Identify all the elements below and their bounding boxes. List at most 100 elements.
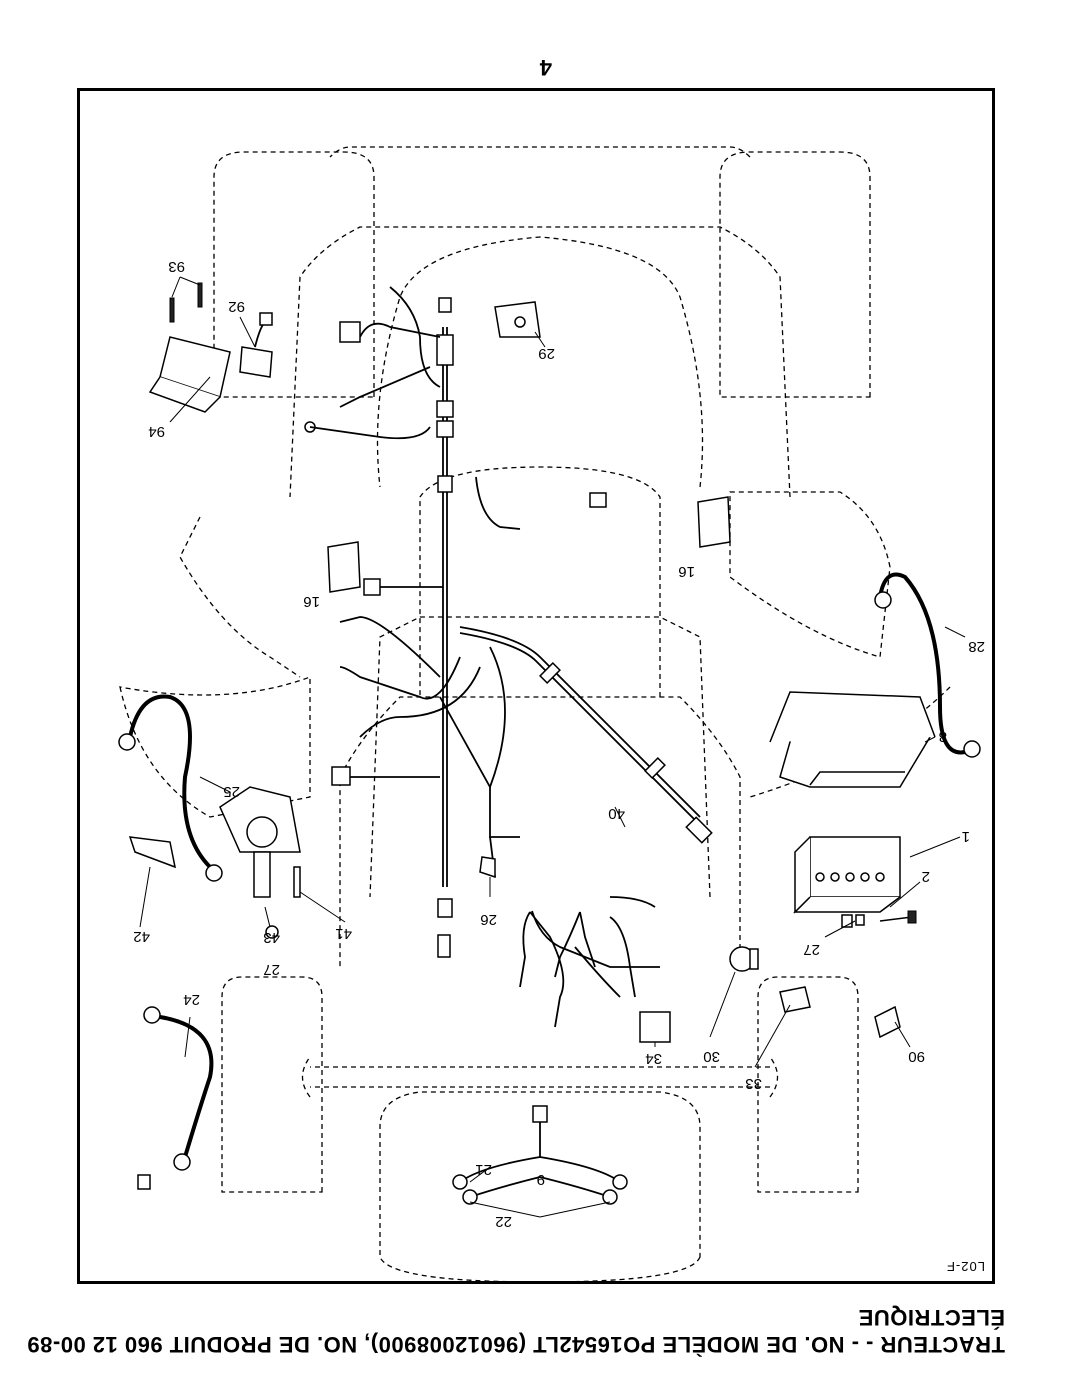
battery-cell-3: [845, 872, 855, 882]
leader-21: [469, 1166, 491, 1183]
battery-top: [793, 896, 901, 913]
branch-low-8: [609, 896, 656, 908]
battery-cable-24: [137, 1006, 214, 1190]
side-panel-right: [179, 516, 301, 678]
battery-cell-1: [875, 872, 885, 882]
callout-94: 94: [148, 423, 165, 440]
leader-33: [754, 1004, 791, 1068]
front-axle-caps: [301, 1056, 779, 1098]
switch-16-left-shape: [697, 496, 731, 548]
trunk-band-2: [437, 898, 453, 918]
fuse-holder-29-cap: [514, 316, 526, 328]
solenoid-nut-27: [265, 925, 279, 939]
headlight-harness-21: [452, 1105, 628, 1205]
callout-92: 92: [228, 298, 245, 315]
branch-low-3: [519, 911, 531, 988]
leader-2: [889, 881, 921, 908]
cable-24-boot: [137, 1174, 151, 1190]
trunk-connector-mid: [436, 400, 454, 418]
leader-90: [894, 1021, 911, 1048]
right-fender-outline: [119, 676, 311, 818]
battery-nut-27: [841, 914, 853, 928]
leader-43: [264, 906, 271, 928]
callout-8: 8: [939, 728, 947, 745]
callout-22: 22: [495, 1213, 512, 1230]
battery-side: [794, 836, 811, 914]
interlock-switch-16-right: [327, 541, 361, 593]
branch-plug-16-upper: [363, 578, 381, 596]
terminal-boot-42: [128, 836, 177, 869]
left-fender-outline: [729, 491, 891, 658]
solenoid-43: [219, 786, 301, 939]
callout-43: 43: [263, 929, 280, 946]
frame-outline: [339, 696, 741, 967]
leader-92: [239, 316, 256, 348]
leader-30: [709, 971, 736, 1038]
callout-33: 33: [745, 1075, 762, 1092]
front-harness-leads: [304, 321, 441, 440]
branch-sweep-3: [439, 646, 506, 790]
leader-42: [139, 866, 151, 928]
battery-cell-5: [815, 872, 825, 882]
leader-41: [299, 891, 346, 923]
cable-25-wire: [128, 694, 212, 869]
cable-28-wire: [878, 572, 967, 755]
solenoid-stem: [253, 851, 271, 898]
branch-low-4: [529, 911, 565, 1028]
callout-25: 25: [223, 783, 240, 800]
cable-24-terminal-b: [143, 1006, 161, 1024]
battery-cell-2: [860, 872, 870, 882]
leader-25: [199, 776, 231, 793]
leader-1: [909, 836, 961, 858]
branch-to-left-plug: [475, 476, 521, 530]
connector-92: [239, 312, 273, 378]
battery-box-tray: [769, 691, 936, 743]
callout-30: 30: [703, 1048, 720, 1065]
front-wheel-right: [221, 976, 323, 1193]
front-hood-outline: [379, 1091, 701, 1283]
callout-27-battery: 27: [803, 941, 820, 958]
branch-low-6: [554, 911, 581, 978]
battery-bolt-2: [879, 916, 913, 922]
harness-40: [331, 286, 713, 1028]
module-94-body: [159, 336, 231, 398]
leader-94: [169, 376, 211, 423]
relay-26-shape: [479, 856, 496, 879]
battery-hardware: [841, 910, 917, 928]
switch-16-right-shape: [327, 541, 361, 593]
front-lead-3: [309, 426, 431, 440]
rear-wheel-left: [719, 151, 871, 398]
cable-24-wire: [158, 1015, 214, 1159]
callout-90: 90: [908, 1048, 925, 1065]
callout-40: 40: [608, 805, 625, 822]
bulb-22-b: [612, 1174, 628, 1190]
screw-93-a: [197, 282, 203, 308]
front-lead-1: [339, 366, 431, 408]
rear-hood-outline: [376, 236, 704, 488]
battery-body: [809, 836, 901, 898]
solenoid-body: [246, 816, 278, 848]
harness-band-b: [539, 662, 561, 684]
module-94: [148, 336, 231, 413]
front-wheel-left: [757, 976, 859, 1193]
callout-93: 93: [168, 258, 185, 275]
leader-28: [944, 626, 966, 638]
relay-26: [479, 856, 496, 879]
trunk-connector-top: [436, 334, 454, 366]
leader-27a: [824, 920, 856, 938]
battery-bolt-head: [907, 910, 917, 924]
leader-24: [184, 1016, 191, 1058]
branch-left-plug: [589, 492, 607, 508]
connector-92-shape: [239, 346, 273, 378]
interlock-switch-16-left: [697, 496, 731, 548]
cable-28-terminal-b: [874, 591, 892, 609]
headlight-wire-b: [469, 1176, 611, 1198]
cable-25-terminal-b: [118, 733, 136, 751]
callout-24: 24: [183, 991, 200, 1008]
callout-26: 26: [480, 911, 497, 928]
callout-2: 2: [922, 868, 930, 885]
ignition-switch-nut: [749, 948, 759, 970]
